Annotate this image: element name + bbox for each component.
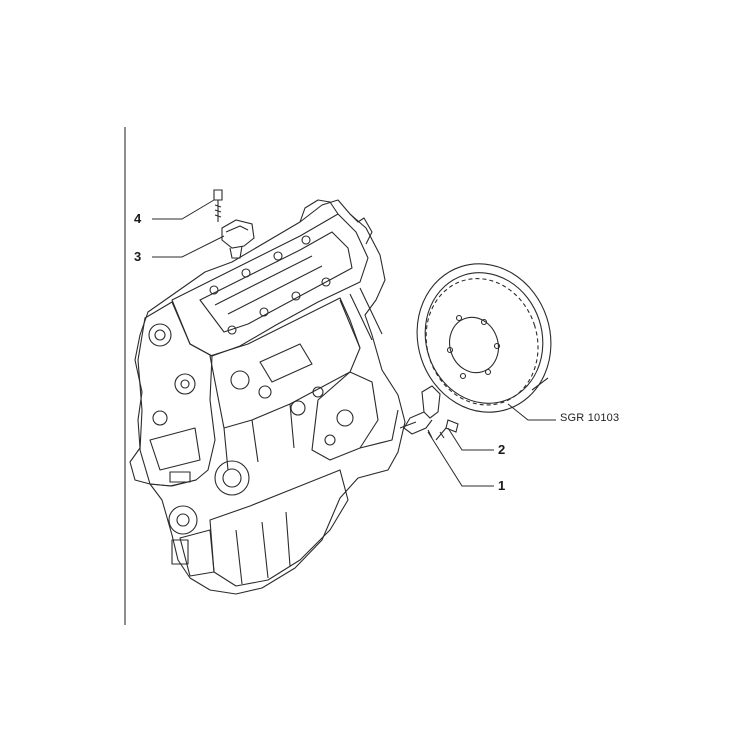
leader-line-ref (507, 403, 556, 421)
callout-3: 3 (134, 249, 142, 264)
engine-block (129, 199, 406, 595)
callout-4: 4 (134, 211, 142, 226)
callout-1: 1 (498, 478, 506, 493)
leader-line-3 (152, 235, 225, 258)
crank-sensor-assembly (399, 385, 459, 441)
leader-line-4 (152, 199, 215, 220)
leader-lines (152, 199, 556, 487)
leader-line-2 (447, 427, 494, 451)
tone-wheel (416, 263, 552, 413)
callout-2: 2 (498, 442, 506, 457)
top-sensor-assembly (213, 189, 255, 259)
leader-line-1 (427, 431, 494, 487)
reference-code: SGR 10103 (560, 412, 620, 424)
